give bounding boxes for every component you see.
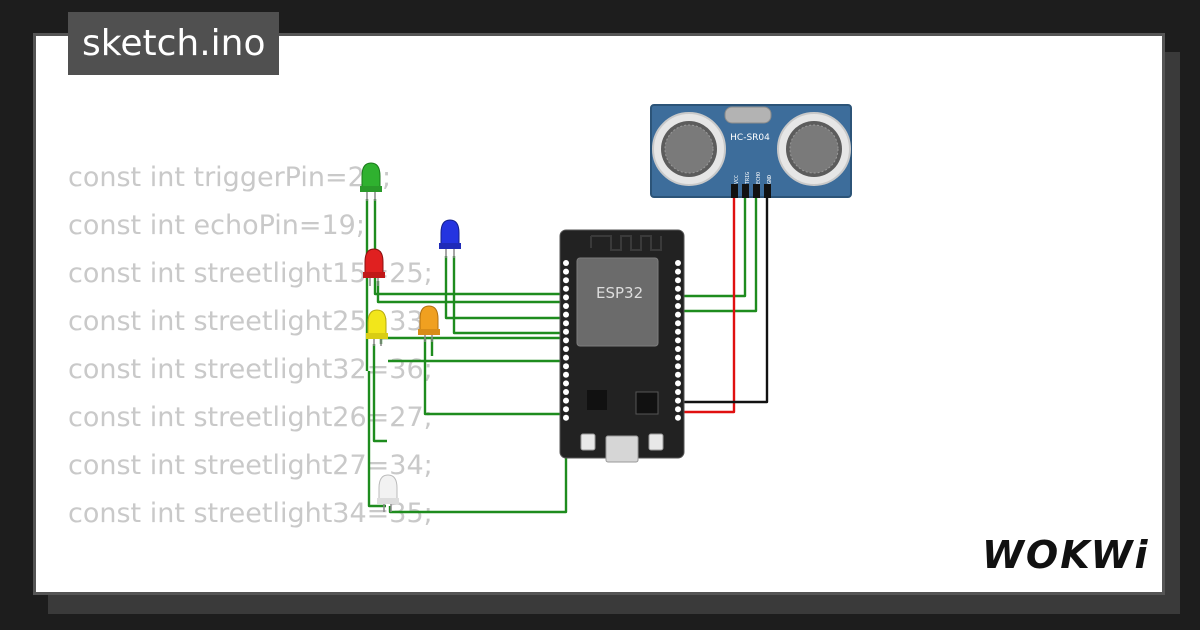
esp32-pin: [563, 380, 569, 387]
wire-orange-led-2: [423, 339, 566, 416]
esp32-pin: [563, 285, 569, 292]
file-tab-title[interactable]: sketch.ino: [68, 12, 280, 75]
code-editor-text: const int triggerPin=21; const int echoPi…: [68, 154, 433, 592]
esp32-pin: [675, 406, 681, 413]
sensor-pin-vcc: VCC: [734, 175, 740, 184]
wire-trig: [684, 196, 747, 298]
esp32-pin: [563, 320, 569, 327]
esp32-pin: [675, 389, 681, 395]
board-label: ESP32: [596, 284, 643, 302]
esp32-pins-right: [675, 260, 681, 421]
led-green[interactable]: [360, 162, 382, 201]
code-line: const int streetlight25=33;: [68, 306, 433, 337]
code-line: const int streetlight27=34;: [68, 450, 433, 481]
led-orange[interactable]: [418, 305, 440, 342]
led-red[interactable]: [363, 248, 385, 286]
sensor-label: HC-SR04: [730, 133, 770, 143]
led-yellow[interactable]: [366, 309, 388, 346]
esp32-pin: [563, 389, 569, 395]
esp32-pin: [675, 294, 681, 301]
usb-port[interactable]: [605, 435, 639, 463]
code-line: const int streetlight15=25;: [68, 258, 433, 289]
wire-gnd-left: [367, 371, 386, 508]
wokwi-logo: WOKWi: [982, 533, 1150, 577]
reset-button[interactable]: [648, 433, 664, 451]
esp32-pin: [563, 260, 569, 266]
led-white[interactable]: [377, 474, 399, 512]
esp32-pin: [563, 328, 569, 335]
esp32-pin: [563, 414, 569, 421]
preview-card: const int triggerPin=21; const int echoPi…: [33, 33, 1165, 595]
esp32-pin: [563, 277, 569, 284]
esp32-pin: [675, 346, 681, 352]
esp32-pin: [675, 268, 681, 275]
wires: [365, 196, 769, 514]
wire-yellow-led: [379, 336, 566, 344]
esp32-pin: [675, 303, 681, 309]
wire-gnd: [684, 196, 769, 404]
usb-chip: [635, 391, 659, 415]
esp32-pin: [675, 320, 681, 327]
brand-text: WOKWi: [982, 533, 1150, 577]
sensor-pin-header: [753, 184, 760, 198]
wire-white-led: [388, 406, 568, 514]
esp32-pin: [675, 363, 681, 370]
esp32-pin: [675, 328, 681, 335]
led-blue[interactable]: [439, 219, 461, 258]
sensor-transducer-right: [777, 112, 851, 186]
wire-echo: [684, 196, 758, 313]
code-line: const int triggerPin=21;: [68, 162, 392, 193]
sensor-pin-header: [764, 184, 771, 198]
esp32-pin: [563, 371, 569, 378]
code-line: const int streetlight32=36;: [68, 354, 433, 385]
esp32-board[interactable]: ESP32: [559, 229, 685, 463]
wire-green-led: [373, 199, 566, 296]
esp32-pin: [563, 363, 569, 370]
circuit-diagram: HC-SR04 VCC TRIG ECHO GND ESP32: [360, 104, 852, 514]
wire-yellow-led-2: [372, 344, 387, 443]
esp32-pins-left: [563, 260, 569, 421]
esp32-pin: [675, 311, 681, 318]
antenna-trace: [590, 235, 662, 251]
code-line: const int echoPin=19;: [68, 210, 365, 241]
sensor-pin-labels: VCC TRIG ECHO GND: [734, 172, 773, 184]
esp32-pin: [563, 294, 569, 301]
esp32-pin: [563, 406, 569, 413]
code-line: const int streetlight34=35;: [68, 498, 433, 529]
wire-vcc: [684, 196, 736, 414]
esp32-pin: [675, 277, 681, 284]
esp32-pin: [563, 268, 569, 275]
voltage-regulator: [587, 390, 607, 410]
code-line: const int streetlight26=27;: [68, 402, 433, 433]
sensor-transducer-left: [652, 112, 726, 186]
esp32-pin: [563, 337, 569, 344]
esp32-pin: [563, 311, 569, 318]
wire-red-led: [376, 281, 566, 304]
esp32-pin: [675, 371, 681, 378]
esp32-pin: [563, 397, 569, 404]
esp32-pin: [563, 303, 569, 309]
sensor-pin-trig: TRIG: [745, 172, 751, 184]
sensor-pin-echo: ECHO: [756, 172, 762, 184]
esp32-pin: [563, 346, 569, 352]
esp32-pin: [675, 380, 681, 387]
esp32-pin: [675, 260, 681, 266]
ultrasonic-sensor[interactable]: HC-SR04 VCC TRIG ECHO GND: [650, 104, 852, 198]
esp32-pin: [675, 354, 681, 361]
sensor-pin-gnd: GND: [767, 175, 773, 184]
esp32-pin: [675, 414, 681, 421]
esp32-pin: [675, 397, 681, 404]
sensor-pin-header: [731, 184, 738, 198]
esp32-pin: [563, 354, 569, 361]
esp32-pin: [675, 285, 681, 292]
sensor-pin-header: [742, 184, 749, 198]
wire-blue-led-2: [444, 256, 566, 320]
esp32-pin: [675, 337, 681, 344]
boot-button[interactable]: [580, 433, 596, 451]
wire-blue-led: [452, 256, 566, 335]
